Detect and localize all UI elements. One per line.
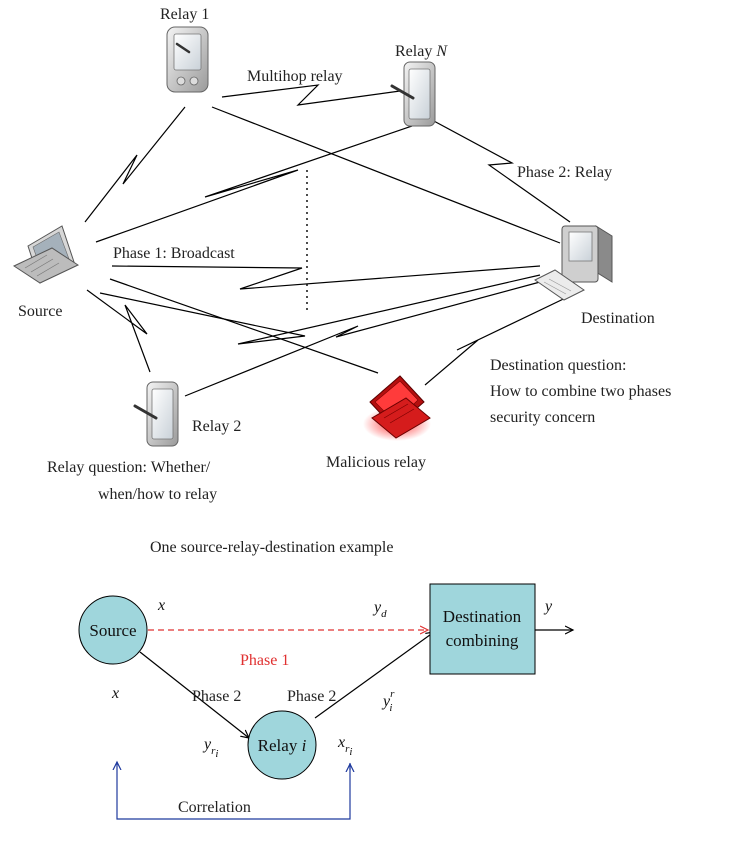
xri-sub: r (345, 743, 350, 755)
yir-main: y (381, 693, 391, 710)
destination-combining-box (429, 583, 536, 675)
relay-question-line1: Relay question: Whether/ (47, 459, 211, 476)
x-source-label: x (157, 597, 165, 614)
phase2-right-label: Phase 2 (287, 688, 336, 705)
link-malicious-destination (424, 291, 579, 386)
relay-node-label: Relay i (258, 736, 307, 755)
link-source-destination (111, 265, 541, 290)
link-relay2-destination (184, 281, 541, 397)
x-feedback-label: x (111, 685, 119, 702)
yri-subsub: i (215, 748, 218, 760)
destination-box-line1: Destination (443, 607, 522, 626)
yd-label: yd (372, 599, 387, 620)
example-title: One source-relay-destination example (150, 539, 393, 556)
yri-sub: r (211, 745, 216, 757)
malicious-relay-label: Malicious relay (326, 454, 426, 471)
yir-sub: i (389, 702, 392, 714)
relayN-label: Relay N (395, 43, 448, 60)
laptop-icon (12, 225, 80, 284)
link-source-relayN (95, 125, 413, 243)
relayN-label-suffix: N (435, 43, 448, 60)
phase1-label: Phase 1 (240, 652, 289, 669)
xri-label: xri (337, 734, 352, 758)
relay1-label: Relay 1 (160, 6, 209, 23)
relay-to-destination-arrow (314, 632, 434, 719)
source-label: Source (18, 303, 62, 320)
xri-subsub: i (349, 746, 352, 758)
pda-device-icon (166, 26, 209, 93)
yd-main: y (372, 599, 382, 616)
source-node-label: Source (89, 621, 136, 640)
yri-label: yri (202, 736, 218, 760)
xri-main: x (337, 734, 345, 751)
link-relay1-destination (211, 106, 561, 244)
destination-box-line2: combining (446, 631, 519, 650)
relay-node-suffix: i (302, 736, 307, 755)
link-relayN-destination (431, 119, 571, 223)
destination-question-line2: How to combine two phases (490, 383, 671, 400)
yri-main: y (202, 736, 212, 753)
relay-question-line2: when/how to relay (98, 486, 217, 503)
link-source-relay1 (84, 106, 186, 223)
phase2-relay-label: Phase 2: Relay (517, 164, 612, 181)
wireless-links (84, 84, 579, 397)
desktop-computer-icon (534, 225, 613, 301)
destination-label: Destination (581, 310, 655, 327)
destination-question-line3: security concern (490, 409, 595, 426)
correlation-feedback-line (117, 762, 351, 820)
relayN-label-prefix: Relay (395, 43, 432, 60)
relay2-label: Relay 2 (192, 418, 241, 435)
destination-question-line1: Destination question: (490, 357, 626, 374)
red-laptop-icon (363, 375, 431, 441)
relay-node-prefix: Relay (258, 736, 298, 755)
phase1-broadcast-label: Phase 1: Broadcast (113, 245, 235, 262)
tablet-device-icon-relayN (390, 61, 436, 127)
source-node (78, 595, 148, 665)
multihop-relay-label: Multihop relay (247, 68, 343, 85)
tablet-device-icon-relay2 (133, 381, 179, 447)
link-source-malicious (109, 278, 379, 374)
correlation-label: Correlation (178, 799, 251, 816)
source-to-relay-arrow (139, 651, 249, 738)
link-source-relay2 (86, 289, 151, 373)
y-output-label: y (543, 598, 553, 615)
link-relay1-relayN (221, 84, 401, 106)
link-source-destination-low (99, 274, 541, 345)
yir-sup: r (390, 688, 395, 700)
yd-sub: d (381, 608, 387, 620)
relay-node (247, 710, 317, 780)
phase2-left-label: Phase 2 (192, 688, 241, 705)
